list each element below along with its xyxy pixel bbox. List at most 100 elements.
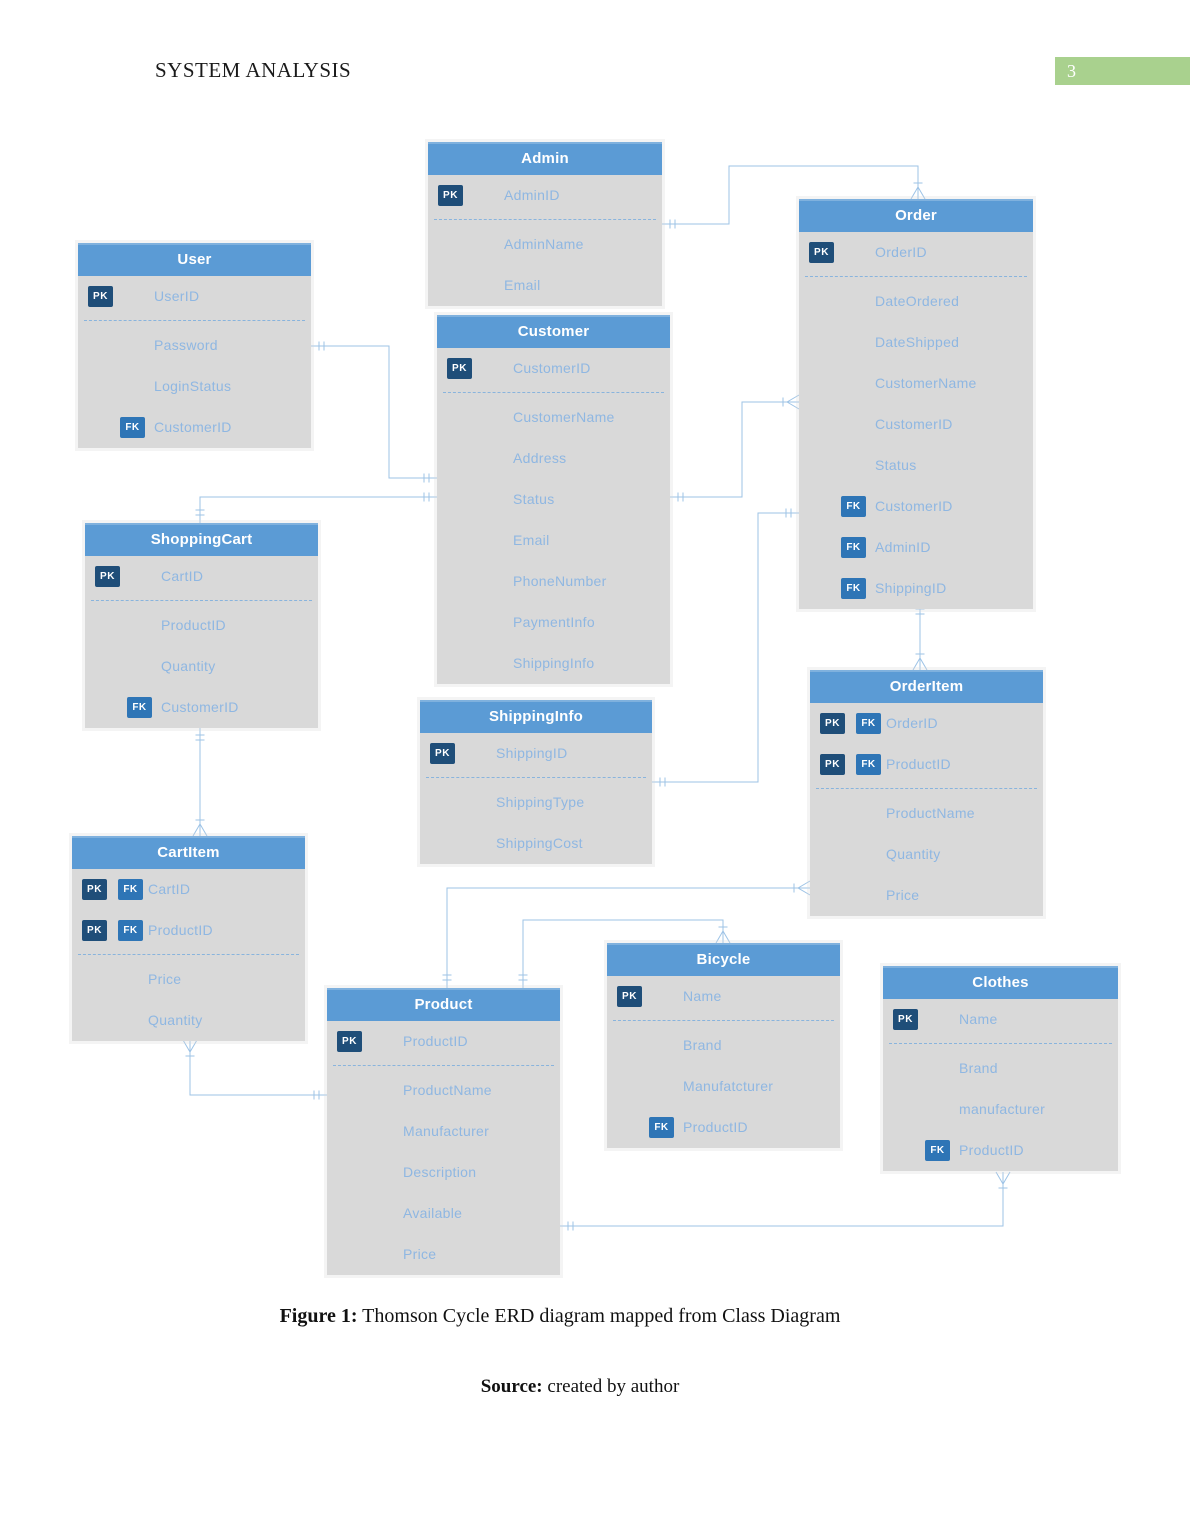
- key-separator: [426, 774, 646, 778]
- attribute-row: Quantity: [810, 834, 1043, 875]
- page-number-badge: 3: [1055, 57, 1190, 85]
- attribute-row: PaymentInfo: [437, 602, 670, 643]
- attribute-label: OrderID: [886, 715, 938, 731]
- attribute-row: AdminName: [428, 224, 662, 265]
- attribute-label: ShippingID: [875, 580, 947, 596]
- key-separator: [805, 273, 1027, 277]
- attribute-row: DateOrdered: [799, 281, 1033, 322]
- pk-badge: PK: [337, 1031, 362, 1052]
- entity-title: Clothes: [883, 966, 1118, 999]
- fk-badge: FK: [649, 1117, 674, 1138]
- attribute-row: PK CustomerID: [437, 348, 670, 389]
- attribute-label: DateShipped: [875, 334, 960, 350]
- attribute-label: OrderID: [875, 244, 927, 260]
- attribute-label: ShippingID: [496, 745, 568, 761]
- attribute-row: Status: [799, 445, 1033, 486]
- document-title: SYSTEM ANALYSIS: [155, 58, 352, 82]
- fk-badge: FK: [120, 417, 145, 438]
- fk-badge: FK: [118, 920, 143, 941]
- attribute-label: CustomerID: [513, 360, 591, 376]
- attribute-label: Brand: [959, 1060, 998, 1076]
- attribute-row: ShippingInfo: [437, 643, 670, 684]
- fk-badge: FK: [841, 537, 866, 558]
- entity-title: Order: [799, 199, 1033, 232]
- attribute-row: Price: [810, 875, 1043, 916]
- attribute-row: ProductName: [810, 793, 1043, 834]
- pk-badge: PK: [95, 566, 120, 587]
- pk-badge: PK: [82, 879, 107, 900]
- attribute-label: ProductID: [161, 617, 226, 633]
- attribute-row: Description: [327, 1152, 560, 1193]
- attribute-row: manufacturer: [883, 1089, 1118, 1130]
- pk-badge: PK: [820, 713, 845, 734]
- attribute-label: CustomerName: [513, 409, 615, 425]
- figure-caption: Figure 1: Thomson Cycle ERD diagram mapp…: [0, 1305, 1120, 1328]
- key-separator: [816, 785, 1037, 789]
- fk-badge: FK: [925, 1140, 950, 1161]
- attribute-label: CartID: [161, 568, 204, 584]
- attribute-label: Quantity: [148, 1012, 203, 1028]
- connector-shippinginfo-order: [652, 508, 799, 787]
- key-separator: [434, 216, 656, 220]
- attribute-row: CustomerName: [437, 397, 670, 438]
- source-caption: Source: created by author: [0, 1376, 1160, 1398]
- attribute-row: LoginStatus: [78, 366, 311, 407]
- attribute-label: CartID: [148, 881, 191, 897]
- entity-title: ShoppingCart: [85, 523, 318, 556]
- connector-order-orderitem: [912, 601, 928, 671]
- attribute-label: ProductID: [959, 1142, 1024, 1158]
- attribute-label: Status: [513, 491, 555, 507]
- attribute-label: ProductID: [886, 756, 951, 772]
- connector-admin-order: [662, 165, 926, 229]
- fk-badge: FK: [841, 496, 866, 517]
- attribute-label: Status: [875, 457, 917, 473]
- attribute-label: manufacturer: [959, 1101, 1046, 1117]
- attribute-row: Password: [78, 325, 311, 366]
- attribute-label: Manufatcturer: [683, 1078, 774, 1094]
- attribute-label: ProductID: [148, 922, 213, 938]
- entity-title: OrderItem: [810, 670, 1043, 703]
- attribute-label: ProductID: [683, 1119, 748, 1135]
- attribute-label: Price: [403, 1246, 437, 1262]
- attribute-label: Name: [959, 1011, 998, 1027]
- attribute-row: ProductID: [85, 605, 318, 646]
- attribute-label: ShippingCost: [496, 835, 583, 851]
- entity-title: Customer: [437, 315, 670, 348]
- entity-title: Product: [327, 988, 560, 1021]
- connector-shoppingcart-cartitem: [192, 727, 208, 837]
- attribute-row: Quantity: [85, 646, 318, 687]
- attribute-row: FK ProductID: [883, 1130, 1118, 1171]
- fk-badge: FK: [127, 697, 152, 718]
- attribute-row: ShippingType: [420, 782, 652, 823]
- connector-customer-shoppingcart: [195, 492, 437, 523]
- entity-title: ShippingInfo: [420, 700, 652, 733]
- attribute-row: Brand: [883, 1048, 1118, 1089]
- connector-cartitem-product: [182, 1039, 327, 1100]
- key-separator: [889, 1040, 1112, 1044]
- attribute-label: ProductID: [403, 1033, 468, 1049]
- connector-product-clothes: [560, 1171, 1011, 1231]
- key-separator: [84, 317, 305, 321]
- attribute-row: Email: [428, 265, 662, 306]
- attribute-row: Price: [72, 959, 305, 1000]
- attribute-label: AdminName: [504, 236, 584, 252]
- attribute-label: Email: [504, 277, 541, 293]
- attribute-row: Price: [327, 1234, 560, 1275]
- pk-badge: PK: [447, 358, 472, 379]
- key-separator: [78, 951, 299, 955]
- attribute-row: Address: [437, 438, 670, 479]
- attribute-label: Address: [513, 450, 567, 466]
